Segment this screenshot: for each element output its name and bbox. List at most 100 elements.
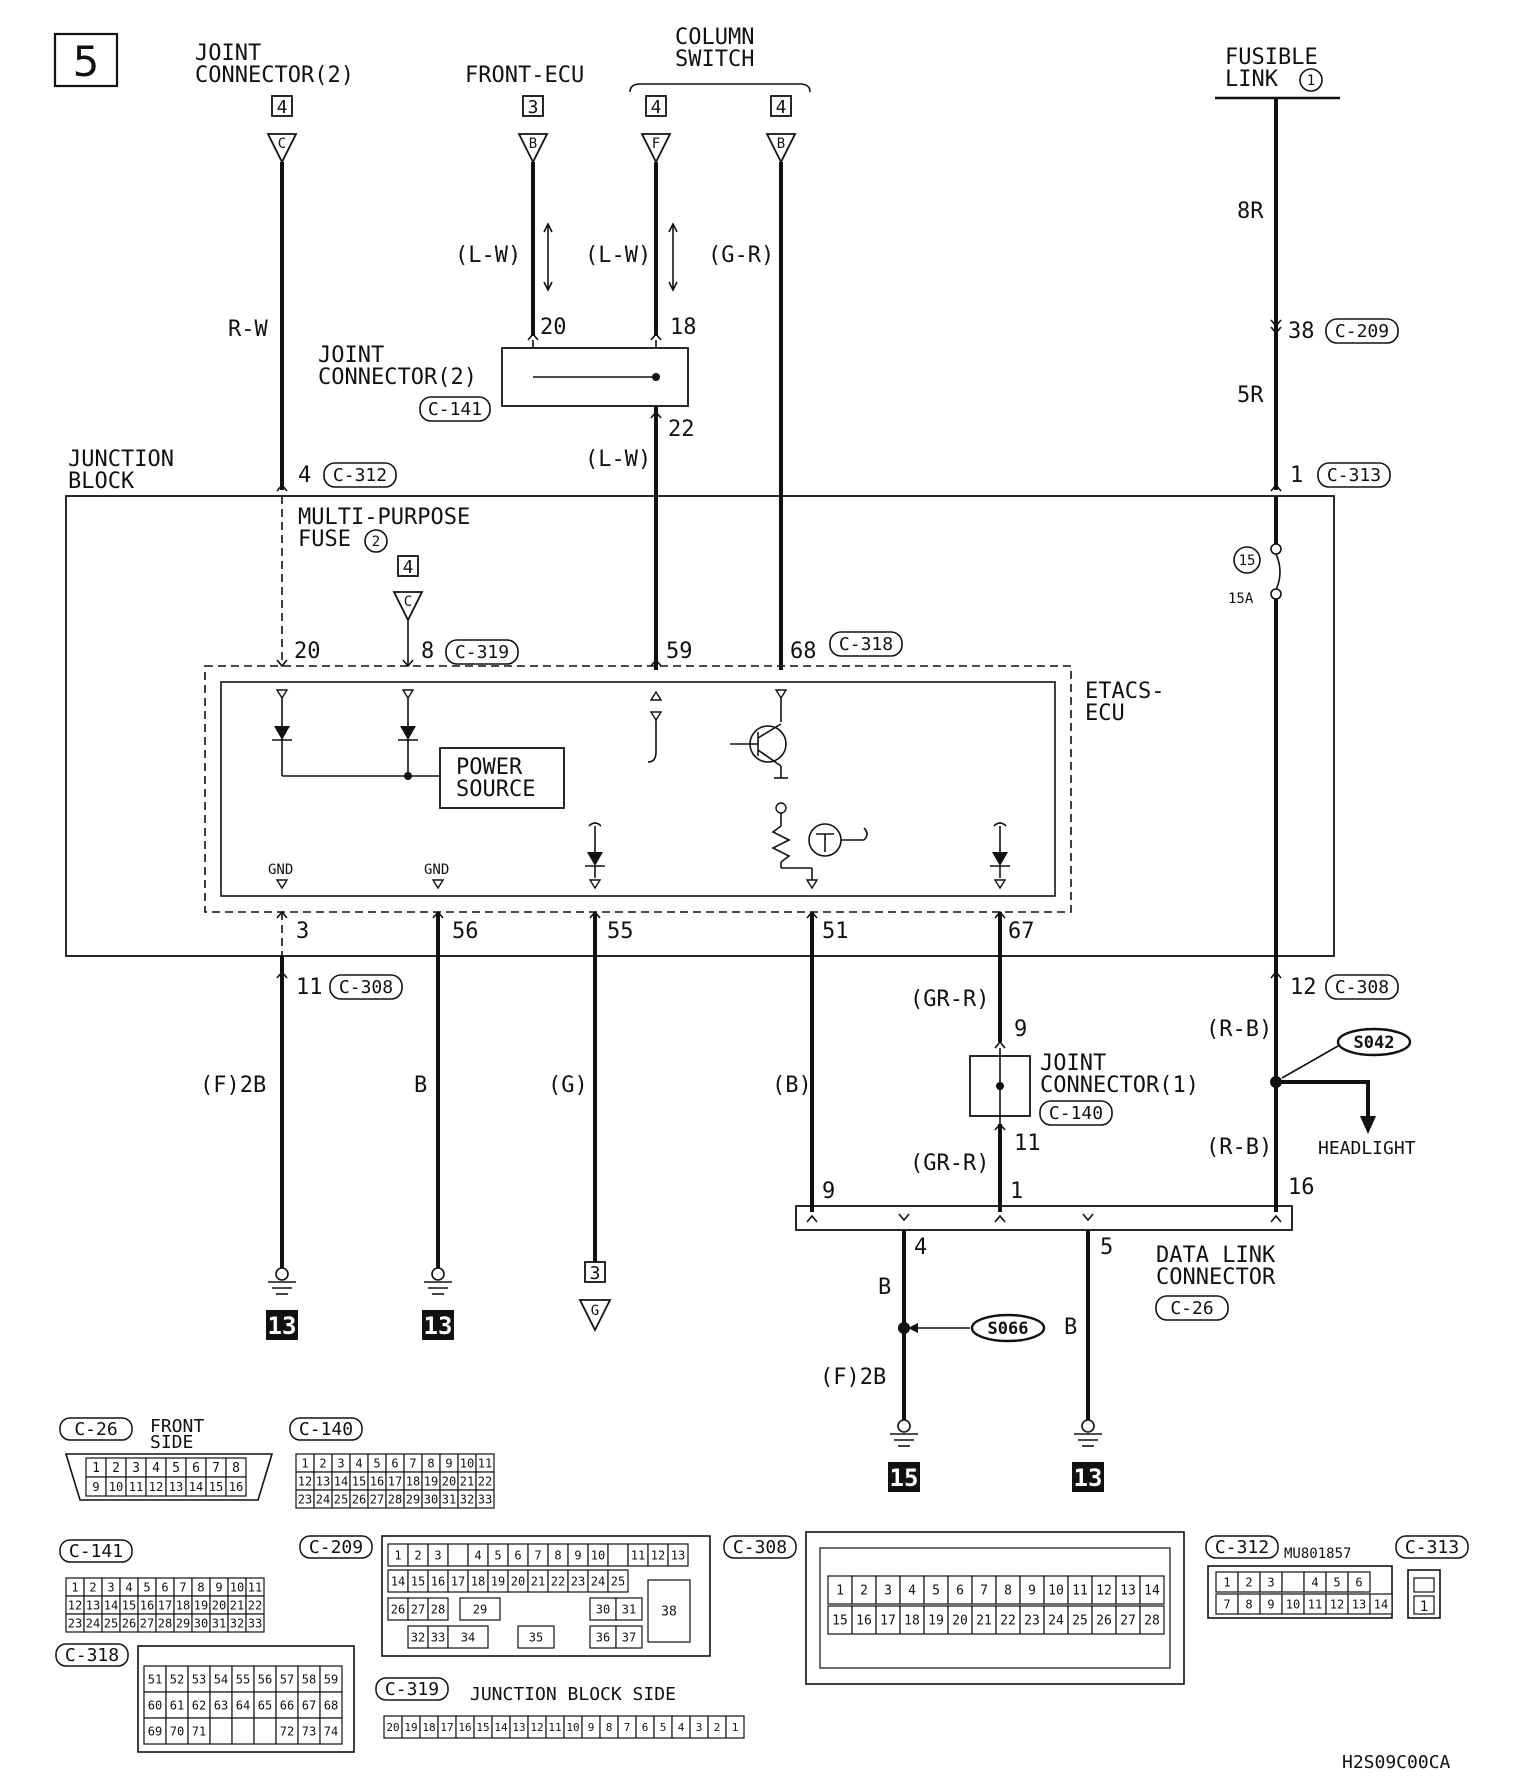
c26-pin: 1 (92, 1461, 100, 1476)
c318-pin: 65 (258, 1698, 272, 1712)
pin-1-label: 1 (1290, 463, 1303, 488)
data-link-label-2: CONNECTOR (1156, 1265, 1276, 1290)
fusible-link-label-1: FUSIBLE (1225, 45, 1318, 70)
c141-pin: 21 (230, 1598, 244, 1612)
c141-pin: 22 (248, 1598, 262, 1612)
c26-view-note-1: FRONT (150, 1416, 204, 1437)
c312-pin: 6 (1355, 1575, 1362, 1589)
joint-connector-2-box-label-2: CONNECTOR(2) (318, 365, 477, 390)
c318-pin: 71 (192, 1724, 206, 1738)
c308-pin: 7 (980, 1584, 988, 1599)
c209-cell (615, 1597, 643, 1621)
wire-rb-2-label: (R-B) (1206, 1135, 1272, 1160)
c312-pin: 11 (1308, 1597, 1322, 1611)
c319-view-note: JUNCTION BLOCK SIDE (470, 1684, 676, 1705)
c141-pin: 3 (107, 1580, 114, 1594)
c26-pin: 3 (132, 1461, 140, 1476)
c308-pin: 12 (1096, 1584, 1112, 1599)
c319-pin: 13 (512, 1721, 525, 1734)
c308-pin: 1 (836, 1584, 844, 1599)
c318-pin: 54 (214, 1672, 228, 1686)
c308-cell (971, 1605, 997, 1635)
c308-cell (995, 1575, 1021, 1605)
ground-5: 13 (1072, 1419, 1104, 1492)
c319-pin: 18 (422, 1721, 435, 1734)
ground-2: 13 (422, 1267, 454, 1340)
c308-pin: 10 (1048, 1584, 1064, 1599)
splice-s066-label: S066 (988, 1319, 1029, 1339)
joint-connector-1-label-2: CONNECTOR(1) (1040, 1073, 1199, 1098)
junction-block-label-1: JUNCTION (68, 447, 174, 472)
c209-cell (447, 1625, 489, 1649)
c209-cell (667, 1543, 689, 1567)
c209-pin: 32 (411, 1630, 425, 1644)
c141-pin: 19 (194, 1598, 208, 1612)
c308-cell (923, 1605, 949, 1635)
wire-lw-2-label: (L-W) (585, 243, 651, 268)
c308-pin: 8 (1004, 1584, 1012, 1599)
c308-pin: 19 (928, 1614, 944, 1629)
c209-cell (647, 1579, 691, 1643)
c26-view-label: C-26 (74, 1419, 117, 1440)
c312-pin: 1 (1223, 1575, 1230, 1589)
mp-fuse-pin: C (404, 594, 412, 610)
c308-pin: 17 (880, 1614, 896, 1629)
c312-view-label: C-312 (1215, 1537, 1269, 1558)
c308-pin: 27 (1120, 1614, 1136, 1629)
c140-pin: 16 (370, 1474, 384, 1488)
c319-pin: 8 (606, 1721, 613, 1734)
wire-b-paren-label: (B) (772, 1073, 812, 1098)
c140-cell (475, 1489, 495, 1509)
c318-pin: 52 (170, 1672, 184, 1686)
c209-cell (427, 1597, 449, 1621)
c312-pin: 8 (1245, 1597, 1252, 1611)
c209-pin: 11 (631, 1548, 645, 1562)
c209-pin: 23 (571, 1574, 585, 1588)
c308-pin: 13 (1120, 1584, 1136, 1599)
ground-1: 13 (266, 1267, 298, 1340)
column-switch-ref-b: 4 (776, 97, 787, 118)
etacs-pin-55: 55 (607, 919, 634, 944)
c141-pin: 30 (194, 1616, 208, 1630)
c313-view-label: C-313 (1405, 1537, 1459, 1558)
c319-pin: 1 (732, 1721, 739, 1734)
wire-b-label: B (414, 1073, 427, 1098)
gnd-label-b: GND (424, 862, 449, 878)
c319-pin: 10 (566, 1721, 579, 1734)
c141-pin: 17 (158, 1598, 172, 1612)
c140-pin: 22 (478, 1474, 492, 1488)
connector-c313-ref: C-313 (1327, 465, 1381, 486)
c140-pin: 10 (460, 1456, 474, 1470)
c141-pin: 31 (212, 1616, 226, 1630)
joint-connector-2-label-1: JOINT (195, 41, 261, 66)
c209-pin: 30 (596, 1602, 610, 1616)
c319-pin: 12 (530, 1721, 543, 1734)
c141-pin: 18 (176, 1598, 190, 1612)
c140-pin: 26 (352, 1492, 366, 1506)
front-ecu-pin: B (529, 136, 537, 152)
c308-pin: 9 (1028, 1584, 1036, 1599)
c140-pin: 20 (442, 1474, 456, 1488)
c308-cell (851, 1575, 877, 1605)
c308-cell (1115, 1575, 1141, 1605)
c141-pin: 6 (161, 1580, 168, 1594)
mp-fuse-label-2: FUSE (298, 527, 351, 552)
c141-pin: 28 (158, 1616, 172, 1630)
c209-pin: 5 (494, 1548, 501, 1562)
pin-12-label: 12 (1290, 975, 1317, 1000)
joint-connector-1-label-1: JOINT (1040, 1051, 1106, 1076)
c141-pin: 16 (140, 1598, 154, 1612)
c318-pin: 62 (192, 1698, 206, 1712)
c319-view-label: C-319 (385, 1679, 439, 1700)
c209-pin: 34 (461, 1630, 475, 1644)
power-source-label-1: POWER (456, 755, 523, 780)
wire-8r-label: 8R (1237, 199, 1264, 224)
c140-pin: 31 (442, 1492, 456, 1506)
c141-pin: 26 (122, 1616, 136, 1630)
c209-pin: 17 (451, 1574, 465, 1588)
ground-5-number: 13 (1074, 1464, 1103, 1492)
c319-pin: 16 (458, 1721, 471, 1734)
